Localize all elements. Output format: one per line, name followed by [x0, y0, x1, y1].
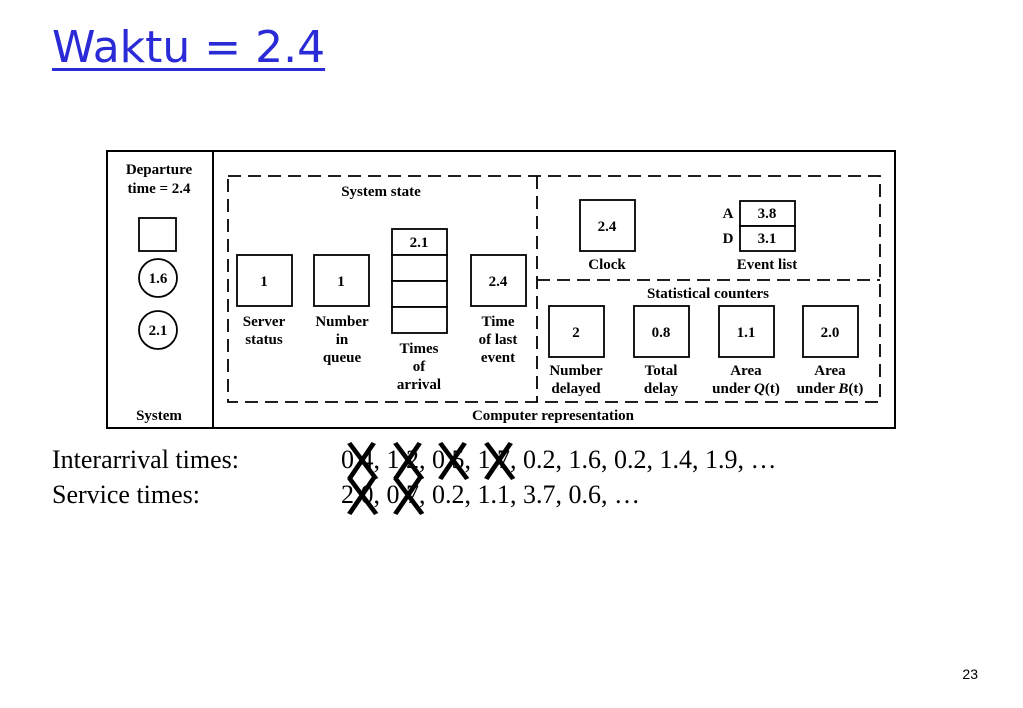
clock-label: Clock [588, 257, 626, 273]
computer-representation-frame [227, 175, 881, 403]
event-list-cell [739, 200, 796, 227]
area-b-value: 2.0 [821, 325, 840, 341]
area-b-box [802, 305, 859, 358]
arrival-cell [391, 228, 448, 256]
number-delayed-box [548, 305, 605, 358]
clock-value: 2.4 [598, 219, 617, 235]
crossed-value: 2.0, [341, 476, 380, 516]
number-in-queue-value: 1 [337, 274, 345, 290]
area-b-label: under B(t) [797, 381, 864, 397]
queue-circle-value: 2.1 [149, 323, 168, 339]
area-q-label: under Q(t) [712, 381, 780, 397]
time-of-last-event-box [470, 254, 527, 307]
time-of-last-event-label: of last [479, 332, 518, 348]
times-of-arrival-label: arrival [397, 377, 441, 393]
times-of-arrival-label: of [413, 359, 427, 375]
server-box [138, 217, 177, 252]
interarrival-values: 0.4, 1.2, 0.5, 1.7, 0.2, 1.6, 0.2, 1.4, … [341, 441, 777, 481]
crossed-value: 0.5, [432, 441, 471, 481]
slide-title: Waktu = 2.4 [52, 22, 326, 73]
time-of-last-event-label: event [481, 350, 515, 366]
event-list-value: 3.1 [758, 231, 777, 247]
crossed-value: 0.4, [341, 441, 380, 481]
server-status-box [236, 254, 293, 307]
total-delay-box [633, 305, 690, 358]
time-of-last-event-value: 2.4 [489, 274, 508, 290]
number-delayed-label: Number [549, 363, 603, 379]
total-delay-label: delay [644, 381, 679, 397]
arrival-cell [391, 254, 448, 282]
event-list-key: A [723, 206, 734, 222]
departure-label-2: time = 2.4 [127, 181, 191, 197]
server-status-value: 1 [260, 274, 268, 290]
system-caption: System [136, 408, 182, 424]
server-status-label: Server [243, 314, 286, 330]
interarrival-label: Interarrival times: [52, 445, 239, 474]
crossed-value: 0.7, [387, 476, 426, 516]
queue-circle [138, 258, 178, 298]
number-delayed-value: 2 [572, 325, 580, 341]
remaining-values: 0.2, 1.1, 3.7, 0.6, … [432, 480, 640, 509]
area-q-box [718, 305, 775, 358]
statistical-counters-heading: Statistical counters [647, 286, 769, 302]
system-state-heading: System state [341, 184, 421, 200]
times-of-arrival-label: Times [400, 341, 439, 357]
page-number: 23 [962, 666, 978, 682]
simulation-state-diagram: Departure time = 2.4 1.6 2.1 System Syst… [106, 150, 896, 429]
queue-circle-value: 1.6 [149, 271, 168, 287]
crossed-value: 1.7, [478, 441, 517, 481]
computer-representation-caption: Computer representation [472, 408, 635, 424]
area-q-label: Area [730, 363, 762, 379]
arrival-cell-value: 2.1 [410, 235, 429, 251]
time-of-last-event-label: Time [481, 314, 514, 330]
number-in-queue-box [313, 254, 370, 307]
crossed-value: 1.2, [387, 441, 426, 481]
queue-circle [138, 310, 178, 350]
total-delay-value: 0.8 [652, 325, 671, 341]
event-list-label: Event list [737, 257, 797, 273]
arrival-cell [391, 306, 448, 334]
area-q-value: 1.1 [737, 325, 756, 341]
arrival-cell [391, 280, 448, 308]
total-delay-label: Total [645, 363, 678, 379]
service-values: 2.0, 0.7, 0.2, 1.1, 3.7, 0.6, … [341, 476, 640, 516]
departure-label-1: Departure [126, 162, 193, 178]
number-in-queue-label: queue [323, 350, 362, 366]
event-list-value: 3.8 [758, 206, 777, 222]
diagram-frame [106, 150, 896, 429]
number-delayed-label: delayed [551, 381, 601, 397]
event-list-key: D [723, 231, 734, 247]
number-in-queue-label: in [336, 332, 349, 348]
remaining-values: 0.2, 1.6, 0.2, 1.4, 1.9, … [523, 445, 777, 474]
event-list-cell [739, 225, 796, 252]
server-status-label: status [245, 332, 283, 348]
times-of-arrival-stack: 2.1 [391, 228, 448, 334]
area-b-label: Area [814, 363, 846, 379]
clock-box [579, 199, 636, 252]
service-label: Service times: [52, 480, 201, 509]
number-in-queue-label: Number [315, 314, 369, 330]
